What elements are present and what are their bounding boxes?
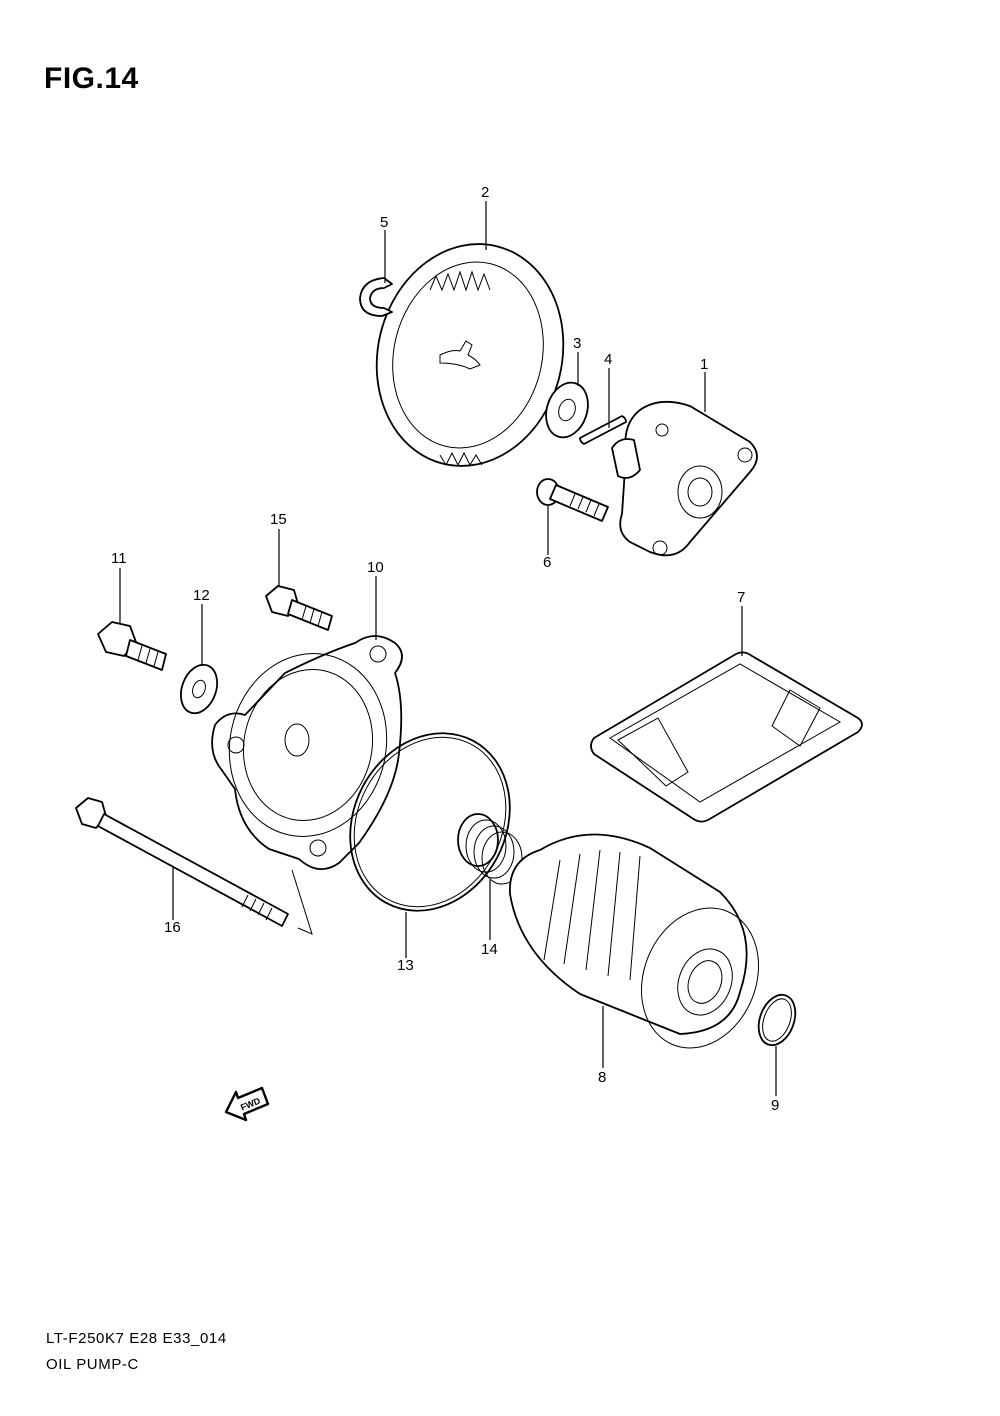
part-label-15: 15: [270, 511, 287, 528]
part-16-long-bolt: [75, 797, 313, 935]
figure-title: FIG.14: [44, 62, 139, 95]
part-1-oil-pump: [611, 400, 758, 557]
part-label-3: 3: [573, 335, 581, 352]
part-8-oil-filter: [509, 833, 760, 1049]
diagram-name: OIL PUMP-C: [46, 1356, 139, 1373]
part-10-oil-filter-cap: [211, 635, 403, 870]
part-label-14: 14: [481, 941, 498, 958]
part-6-bolt: [536, 478, 609, 522]
part-11-bolt: [97, 621, 167, 671]
part-label-13: 13: [397, 957, 414, 974]
part-number-labels: 1 2 3 4 5 6 7 8 9 10 11 12 13 14 15 16: [111, 184, 779, 1114]
part-15-bolt: [265, 585, 333, 631]
part-label-16: 16: [164, 919, 181, 936]
leader-lines: [119, 201, 777, 1096]
part-2-oil-pump-gear: [375, 243, 565, 467]
fwd-arrow-icon: FWD: [224, 1086, 270, 1122]
diagram-code: LT-F250K7 E28 E33_014: [46, 1330, 227, 1347]
part-label-2: 2: [481, 184, 489, 201]
part-label-7: 7: [737, 589, 745, 606]
part-label-11: 11: [111, 550, 127, 567]
part-9-o-ring: [757, 993, 797, 1047]
part-label-12: 12: [193, 587, 210, 604]
part-label-8: 8: [598, 1069, 606, 1086]
part-14-spring: [457, 813, 523, 885]
part-label-5: 5: [380, 214, 388, 231]
part-label-4: 4: [604, 351, 612, 368]
part-label-6: 6: [543, 554, 551, 571]
part-3-washer: [545, 381, 589, 439]
part-12-washer: [179, 663, 219, 715]
part-4-pin: [579, 415, 627, 445]
part-7-oil-strainer: [590, 651, 863, 823]
part-label-10: 10: [367, 559, 384, 576]
part-label-1: 1: [700, 356, 708, 373]
part-label-9: 9: [771, 1097, 779, 1114]
part-5-e-clip: [359, 277, 393, 317]
